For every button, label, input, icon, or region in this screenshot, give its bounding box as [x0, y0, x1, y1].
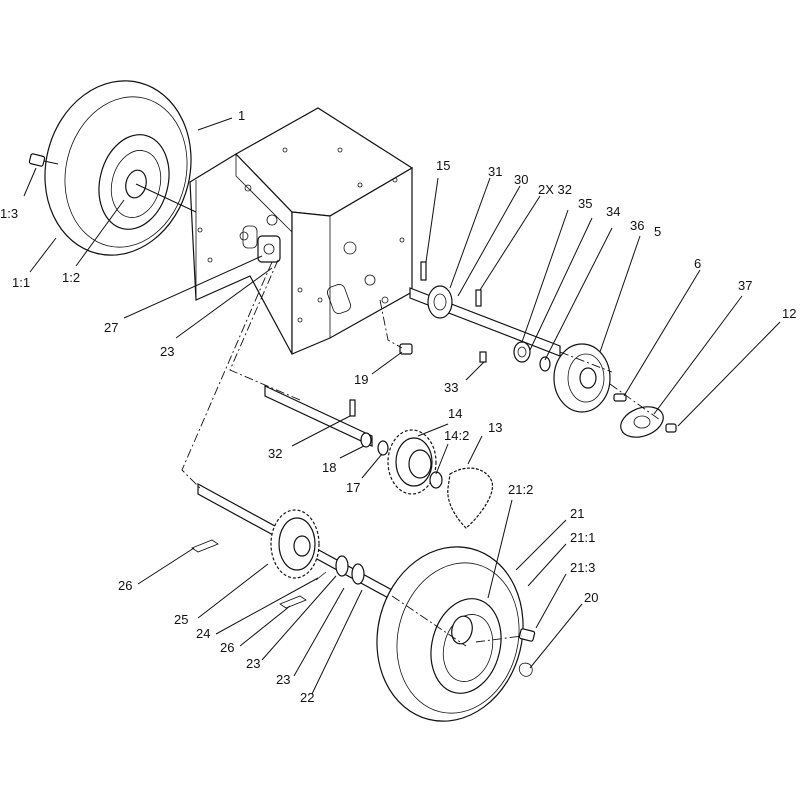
callout-35: 35 [578, 196, 592, 211]
left-wheel [44, 80, 197, 256]
callout-14: 14 [448, 406, 462, 421]
callout-27: 27 [104, 320, 118, 335]
wheel-axle [191, 482, 393, 609]
callout-25: 25 [174, 612, 188, 627]
input-shaft-assembly [399, 261, 677, 438]
callout-6: 6 [694, 256, 701, 271]
callout-13: 13 [488, 420, 502, 435]
left-wheel-bolt [28, 153, 59, 167]
callout-23-lower: 23 [276, 672, 290, 687]
callout-26-upper: 26 [118, 578, 132, 593]
callout-12: 12 [782, 306, 796, 321]
callout-23-middle: 23 [246, 656, 260, 671]
callout-21-1: 21:1 [570, 530, 595, 545]
callout-36: 36 [630, 218, 644, 233]
callout-1-1: 1:1 [12, 275, 30, 290]
callout-33: 33 [444, 380, 458, 395]
callout-labels: 1 1:3 1:1 1:2 27 23 15 31 30 2X 32 35 34… [0, 108, 796, 705]
callout-34: 34 [606, 204, 620, 219]
callout-21-2: 21:2 [508, 482, 533, 497]
callout-32: 32 [268, 446, 282, 461]
callout-5: 5 [654, 224, 661, 239]
callout-19: 19 [354, 372, 368, 387]
assembly-centerlines [181, 259, 661, 647]
callout-22: 22 [300, 690, 314, 705]
callout-21: 21 [570, 506, 584, 521]
callout-24: 24 [196, 626, 210, 641]
callout-17: 17 [346, 480, 360, 495]
callout-21-3: 21:3 [570, 560, 595, 575]
callout-18: 18 [322, 460, 336, 475]
callout-26-lower: 26 [220, 640, 234, 655]
right-wheel [376, 546, 536, 722]
callout-2x32: 2X 32 [538, 182, 572, 197]
frame-housing [189, 107, 414, 355]
callout-1-2: 1:2 [62, 270, 80, 285]
callout-1: 1 [238, 108, 245, 123]
callout-23-upper: 23 [160, 344, 174, 359]
callout-20: 20 [584, 590, 598, 605]
callout-37: 37 [738, 278, 752, 293]
callout-1-3: 1:3 [0, 206, 18, 221]
callout-14-2: 14:2 [444, 428, 469, 443]
leader-lines [23, 117, 781, 695]
intermediate-shaft [264, 385, 494, 529]
callout-30: 30 [514, 172, 528, 187]
callout-31: 31 [488, 164, 502, 179]
callout-15: 15 [436, 158, 450, 173]
